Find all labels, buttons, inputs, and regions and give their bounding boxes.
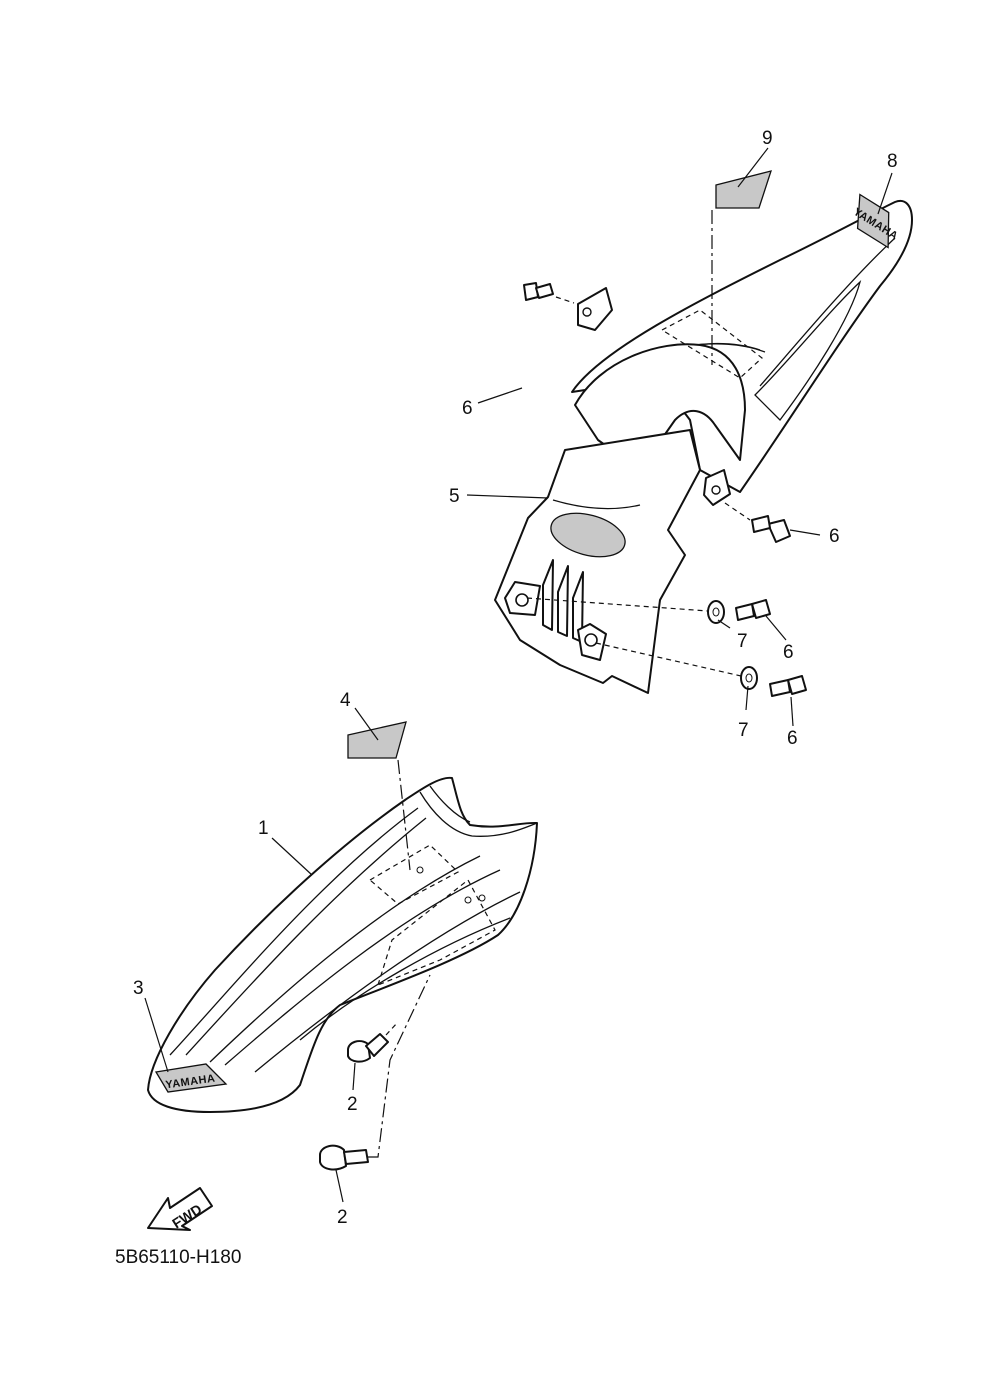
rear-bolt-6d <box>769 675 807 697</box>
front-sticker <box>347 721 407 759</box>
bolt-2a-path <box>385 1021 399 1036</box>
callout-7-lower: 7 <box>738 720 749 741</box>
front-fender <box>147 776 538 1113</box>
callout-6-lower: 6 <box>787 728 798 749</box>
rear-bolt-6c <box>735 599 771 621</box>
bolt-2b-axis <box>368 974 431 1158</box>
callout-1: 1 <box>258 818 269 839</box>
callout-6-right: 6 <box>829 526 840 547</box>
callout-7-upper: 7 <box>737 631 748 652</box>
drawing-code: 5B65110-H180 <box>115 1247 241 1268</box>
callout-6-mid: 6 <box>783 642 794 663</box>
rear-bolt-6b <box>751 515 791 543</box>
bolt-6b-path <box>724 502 751 521</box>
callout-6-upper: 6 <box>462 398 473 419</box>
callout-8: 8 <box>887 151 898 172</box>
callout-2-lower: 2 <box>337 1207 348 1228</box>
callout-2-upper: 2 <box>347 1094 358 1115</box>
bolt-6a-path <box>555 296 575 304</box>
front-bolt-2b <box>319 1144 369 1171</box>
callout-5: 5 <box>449 486 460 507</box>
rear-bolt-6a <box>523 282 554 301</box>
front-bolt-2a <box>347 1033 389 1063</box>
front-brand-decal: YAMAHA <box>154 1063 228 1093</box>
callout-9: 9 <box>762 128 773 149</box>
rear-fender <box>494 200 913 694</box>
washer-7a <box>707 600 725 624</box>
washer-7b-path <box>595 642 742 677</box>
callout-3: 3 <box>133 978 144 999</box>
washer-7a-path <box>526 597 709 612</box>
sticker-4-alignment-line <box>397 759 411 871</box>
rear-sticker <box>715 170 772 209</box>
callout-leaders <box>144 147 893 1203</box>
forward-direction-arrow: FWD <box>147 1187 213 1232</box>
callout-numbers: 9 8 6 5 6 7 6 7 6 4 1 3 2 2 <box>133 128 898 1228</box>
washer-7b <box>740 666 758 690</box>
callout-4: 4 <box>340 690 351 711</box>
